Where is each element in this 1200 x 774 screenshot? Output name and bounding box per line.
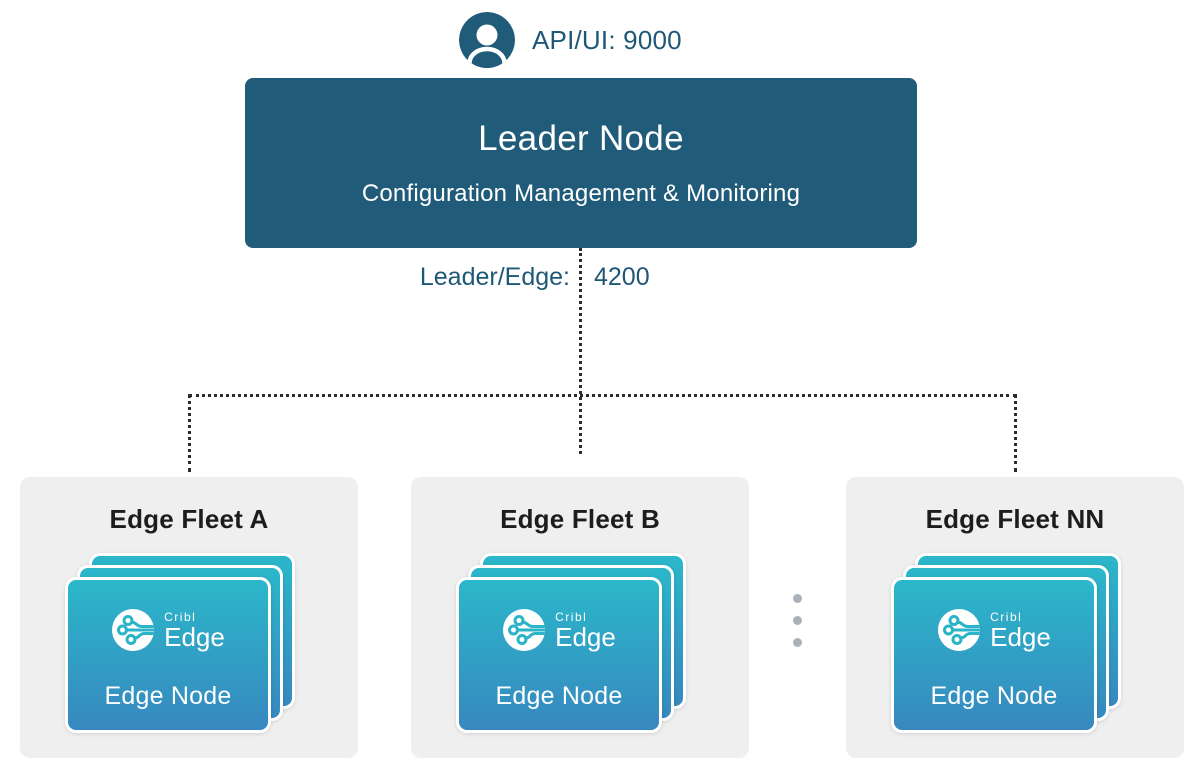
fleet-title: Edge Fleet B (500, 504, 660, 534)
api-port-label: API/UI: 9000 (532, 24, 682, 55)
brand-cribl: Cribl (990, 609, 1023, 624)
brand-edge: Edge (164, 621, 225, 652)
edge-node-card: Cribl Edge Edge Node (891, 577, 1097, 733)
brand-text: Cribl Edge (555, 609, 616, 652)
cribl-edge-brand: Cribl Edge (111, 608, 225, 652)
user-icon (459, 12, 515, 68)
cribl-edge-brand: Cribl Edge (937, 608, 1051, 652)
connector-right-vertical (1014, 394, 1017, 472)
connector-horizontal (189, 394, 1016, 397)
edge-node-card: Cribl Edge Edge Node (456, 577, 662, 733)
edge-fleet-a-panel: Edge Fleet A (20, 477, 358, 758)
api-ui-row: API/UI: 9000 (459, 12, 682, 68)
connector-center-vertical (579, 248, 582, 454)
cribl-edge-logo-icon (938, 609, 981, 651)
brand-edge: Edge (990, 621, 1051, 652)
leader-node-box: Leader Node Configuration Management & M… (245, 78, 917, 248)
connector-left-vertical (188, 394, 191, 472)
brand-cribl: Cribl (555, 609, 588, 624)
brand-edge: Edge (555, 621, 616, 652)
edge-node-label: Edge Node (104, 682, 232, 710)
leader-edge-port-value: 4200 (594, 263, 650, 291)
edge-node-card: Cribl Edge Edge Node (65, 577, 271, 733)
brand-text: Cribl Edge (164, 609, 225, 652)
fleet-title: Edge Fleet NN (925, 504, 1105, 534)
cribl-edge-brand: Cribl Edge (502, 608, 616, 652)
ellipsis-dot (793, 616, 802, 625)
ellipsis-dot (793, 594, 802, 603)
leader-node-title: Leader Node (478, 118, 684, 158)
edge-fleet-b-panel: Edge Fleet B (411, 477, 749, 758)
edge-node-label: Edge Node (495, 682, 623, 710)
cribl-edge-logo-icon (503, 609, 546, 651)
brand-text: Cribl Edge (990, 609, 1051, 652)
leader-edge-port-label: Leader/Edge: (419, 263, 570, 291)
brand-cribl: Cribl (164, 609, 197, 624)
vertical-ellipsis-icon (793, 594, 802, 647)
edge-node-card-stack: Cribl Edge Edge Node (891, 553, 1121, 733)
edge-node-card-stack: Cribl Edge Edge Node (65, 553, 295, 733)
edge-node-card-stack: Cribl Edge Edge Node (456, 553, 686, 733)
edge-node-label: Edge Node (930, 682, 1058, 710)
cribl-edge-logo-icon (112, 609, 155, 651)
leader-node-subtitle: Configuration Management & Monitoring (361, 179, 801, 207)
ellipsis-dot (793, 638, 802, 647)
fleet-title: Edge Fleet A (109, 504, 269, 534)
edge-fleet-nn-panel: Edge Fleet NN (846, 477, 1184, 758)
